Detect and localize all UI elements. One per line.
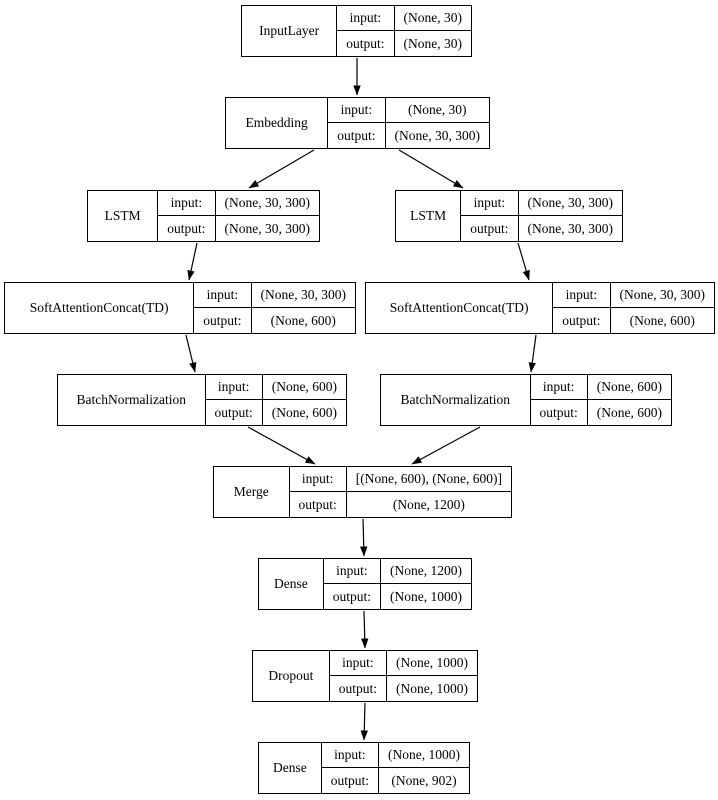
output-label: output: bbox=[531, 400, 588, 425]
layer-name: LSTM bbox=[88, 191, 159, 241]
layer-name: Dropout bbox=[253, 651, 330, 701]
edge-dense-dropout bbox=[361, 610, 369, 649]
input-label: input: bbox=[329, 651, 388, 676]
input-shape: (None, 30) bbox=[385, 98, 489, 123]
input-label: input: bbox=[321, 743, 380, 768]
input-shape: [(None, 600), (None, 600)] bbox=[346, 467, 511, 492]
input-label: input: bbox=[461, 191, 519, 216]
output-shape: (None, 30, 300) bbox=[224, 220, 310, 236]
io-table: input: (None, 600) output: (None, 600) bbox=[530, 375, 671, 425]
output-shape: (None, 1200) bbox=[392, 496, 465, 512]
edge-dropout-dense bbox=[360, 702, 368, 741]
edge-merge-dense bbox=[360, 518, 368, 557]
input-label: input: bbox=[328, 98, 386, 123]
edge-attention-batchnorm-left bbox=[185, 334, 197, 373]
output-label: output: bbox=[553, 308, 611, 333]
layer-name: LSTM bbox=[396, 191, 462, 241]
output-shape: (None, 600) bbox=[271, 404, 337, 420]
edge-batchnorm-merge-right bbox=[411, 426, 481, 465]
edge-batchnorm-merge-left bbox=[247, 426, 316, 465]
output-shape: (None, 600) bbox=[629, 312, 695, 328]
output-label: output: bbox=[328, 123, 386, 148]
node-attention-right: SoftAttentionConcat(TD) input: (None, 30… bbox=[365, 282, 715, 334]
io-table: input: (None, 600) output: (None, 600) bbox=[205, 375, 346, 425]
edge-embedding-lstm-right bbox=[398, 149, 464, 189]
edge-lstm-attention-left bbox=[187, 242, 198, 281]
io-table: input: [(None, 600), (None, 600)] output… bbox=[289, 467, 511, 517]
input-shape: (None, 1000) bbox=[387, 651, 477, 676]
input-shape: (None, 30, 300) bbox=[251, 283, 355, 308]
output-label: output: bbox=[324, 584, 382, 609]
output-shape: (None, 30, 300) bbox=[394, 127, 480, 143]
input-label: input: bbox=[337, 6, 395, 31]
layer-name: Dense bbox=[259, 559, 324, 609]
edge-embedding-lstm-left bbox=[248, 149, 315, 189]
input-shape: (None, 30, 300) bbox=[215, 191, 319, 216]
node-batchnorm-left: BatchNormalization input: (None, 600) ou… bbox=[57, 374, 347, 426]
input-shape: (None, 1200) bbox=[381, 559, 471, 584]
layer-name: Embedding bbox=[226, 98, 329, 148]
node-dense-1: Dense input: (None, 1200) output: (None,… bbox=[258, 558, 472, 610]
output-label: output: bbox=[461, 216, 519, 241]
edge-attention-batchnorm-right bbox=[528, 334, 537, 373]
io-table: input: (None, 1000) output: (None, 1000) bbox=[329, 651, 477, 701]
output-label: output: bbox=[337, 31, 395, 56]
node-attention-left: SoftAttentionConcat(TD) input: (None, 30… bbox=[4, 282, 356, 334]
output-label: output: bbox=[322, 768, 380, 793]
node-lstm-left: LSTM input: (None, 30, 300) output: (Non… bbox=[87, 190, 320, 242]
output-shape: (None, 30, 300) bbox=[527, 220, 613, 236]
input-label: input: bbox=[194, 283, 252, 308]
output-shape: (None, 902) bbox=[391, 772, 457, 788]
layer-name: BatchNormalization bbox=[381, 375, 531, 425]
io-table: input: (None, 1000) output: (None, 902) bbox=[321, 743, 469, 793]
layer-name: Merge bbox=[214, 467, 290, 517]
output-shape: (None, 600) bbox=[596, 404, 662, 420]
layer-name: Dense bbox=[259, 743, 322, 793]
io-table: input: (None, 30) output: (None, 30) bbox=[337, 6, 471, 56]
output-label: output: bbox=[290, 492, 347, 517]
output-label: output: bbox=[158, 216, 216, 241]
node-embedding: Embedding input: (None, 30) output: (Non… bbox=[225, 97, 490, 149]
output-shape: (None, 1000) bbox=[390, 588, 462, 604]
node-lstm-right: LSTM input: (None, 30, 300) output: (Non… bbox=[395, 190, 623, 242]
input-label: input: bbox=[553, 283, 611, 308]
output-shape: (None, 30) bbox=[403, 35, 462, 51]
input-shape: (None, 30, 300) bbox=[610, 283, 714, 308]
io-table: input: (None, 30, 300) output: (None, 60… bbox=[194, 283, 355, 333]
input-shape: (None, 600) bbox=[587, 375, 671, 400]
input-shape: (None, 1000) bbox=[379, 743, 469, 768]
node-batchnorm-right: BatchNormalization input: (None, 600) ou… bbox=[380, 374, 672, 426]
input-label: input: bbox=[158, 191, 216, 216]
node-input-layer: InputLayer input: (None, 30) output: (No… bbox=[241, 5, 472, 57]
layer-name: SoftAttentionConcat(TD) bbox=[5, 283, 195, 333]
output-label: output: bbox=[330, 676, 388, 701]
output-shape: (None, 1000) bbox=[396, 680, 468, 696]
input-shape: (None, 600) bbox=[262, 375, 346, 400]
output-label: output: bbox=[194, 308, 252, 333]
input-shape: (None, 30) bbox=[394, 6, 471, 31]
output-label: output: bbox=[206, 400, 263, 425]
io-table: input: (None, 30, 300) output: (None, 30… bbox=[461, 191, 622, 241]
node-dropout: Dropout input: (None, 1000) output: (Non… bbox=[252, 650, 478, 702]
output-shape: (None, 600) bbox=[270, 312, 336, 328]
io-table: input: (None, 30, 300) output: (None, 30… bbox=[158, 191, 319, 241]
node-dense-2: Dense input: (None, 1000) output: (None,… bbox=[258, 742, 470, 794]
edge-lstm-attention-right bbox=[517, 242, 530, 281]
input-label: input: bbox=[289, 467, 347, 492]
layer-name: InputLayer bbox=[242, 6, 338, 56]
input-shape: (None, 30, 300) bbox=[518, 191, 622, 216]
node-merge: Merge input: [(None, 600), (None, 600)] … bbox=[213, 466, 512, 518]
layer-name: BatchNormalization bbox=[58, 375, 206, 425]
io-table: input: (None, 1200) output: (None, 1000) bbox=[323, 559, 471, 609]
input-label: input: bbox=[323, 559, 382, 584]
input-label: input: bbox=[530, 375, 588, 400]
layer-name: SoftAttentionConcat(TD) bbox=[366, 283, 554, 333]
io-table: input: (None, 30) output: (None, 30, 300… bbox=[328, 98, 489, 148]
input-label: input: bbox=[205, 375, 263, 400]
io-table: input: (None, 30, 300) output: (None, 60… bbox=[553, 283, 714, 333]
